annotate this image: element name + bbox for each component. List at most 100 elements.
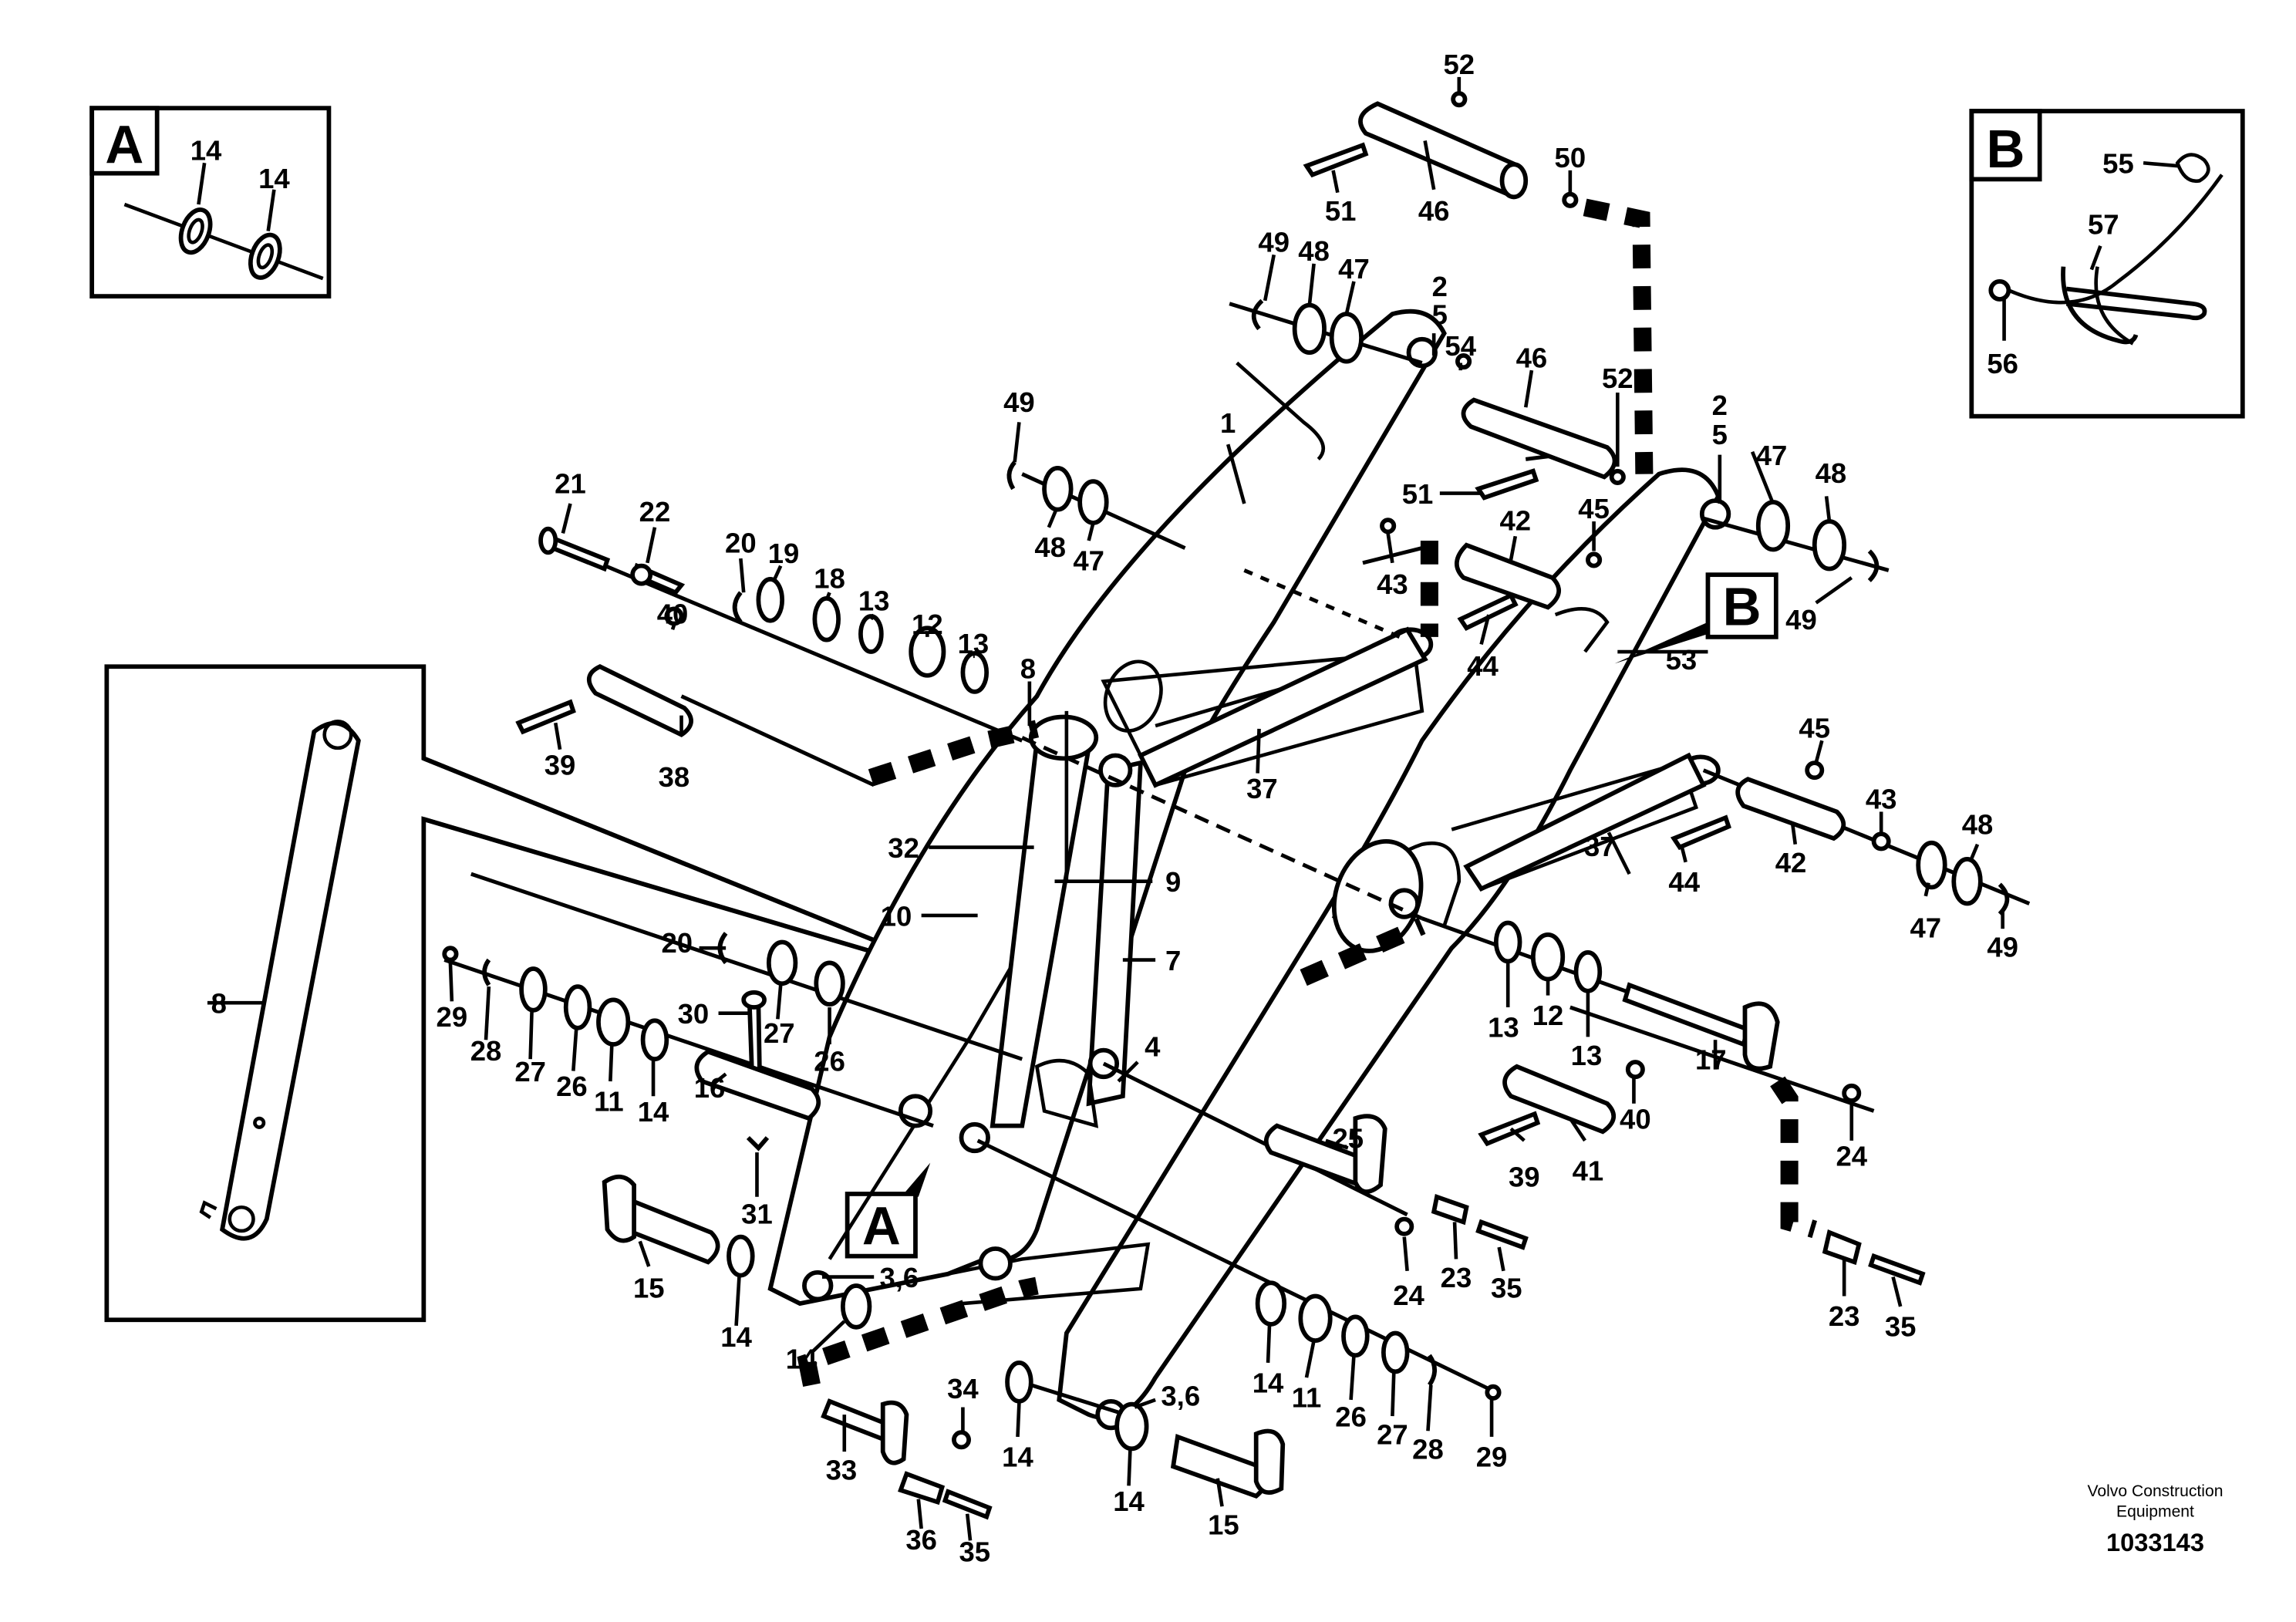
callout-45: 45 xyxy=(1578,493,1610,524)
callout-29: 29 xyxy=(437,1001,468,1033)
credit-line-2: Equipment xyxy=(2116,1503,2194,1521)
callout-47: 47 xyxy=(1338,253,1370,285)
callout-29: 29 xyxy=(1476,1441,1508,1472)
callout-39: 39 xyxy=(544,749,576,781)
callout-27: 27 xyxy=(514,1056,546,1088)
callout-34: 34 xyxy=(947,1373,979,1404)
callout-32: 32 xyxy=(888,832,919,864)
callout-27: 27 xyxy=(764,1017,795,1049)
callout-48: 48 xyxy=(1034,531,1066,563)
callout-11: 11 xyxy=(594,1085,624,1117)
callout-51: 51 xyxy=(1402,478,1434,510)
callout-3-6: 3,6 xyxy=(879,1262,919,1293)
callout-3-6: 3,6 xyxy=(1161,1381,1200,1412)
callout-8-detail: 8 xyxy=(211,988,227,1020)
callout-14: 14 xyxy=(1113,1485,1145,1517)
callout-1: 1 xyxy=(1220,407,1236,439)
callout-23: 23 xyxy=(1829,1300,1860,1332)
callout-24: 24 xyxy=(1393,1280,1424,1311)
callout-53: 53 xyxy=(1666,644,1698,676)
callout-45: 45 xyxy=(1799,712,1830,744)
callout-37: 37 xyxy=(1246,773,1278,804)
callout-37: 37 xyxy=(1584,831,1616,862)
callout-48: 48 xyxy=(1962,808,1994,840)
callout-50: 50 xyxy=(1555,142,1586,174)
callout-13: 13 xyxy=(1571,1040,1603,1071)
inset-b-label: B xyxy=(1987,119,2025,179)
assembly-dashes xyxy=(797,198,1817,1387)
callout-14: 14 xyxy=(190,134,222,166)
callout-box-a: A xyxy=(845,1162,931,1259)
callout-52: 52 xyxy=(1444,49,1475,80)
callout-24: 24 xyxy=(1836,1140,1867,1172)
callout-46: 46 xyxy=(1418,195,1450,227)
callout-47: 47 xyxy=(1756,440,1788,471)
callout-26: 26 xyxy=(1335,1401,1367,1432)
callout-55: 55 xyxy=(2102,148,2134,180)
callout-2: 2 xyxy=(1432,271,1448,302)
callout-15: 15 xyxy=(1208,1509,1239,1541)
callout-56: 56 xyxy=(1987,348,2018,379)
callout-49: 49 xyxy=(1258,226,1290,258)
callout-14: 14 xyxy=(638,1096,669,1128)
callout-49: 49 xyxy=(1987,932,2018,963)
callout-28: 28 xyxy=(470,1035,502,1067)
callout-16: 16 xyxy=(694,1072,726,1104)
callout-43: 43 xyxy=(1377,568,1408,600)
callout-14: 14 xyxy=(720,1321,752,1353)
callout-14: 14 xyxy=(1002,1441,1033,1472)
callout-7: 7 xyxy=(1165,945,1181,976)
callout-54: 54 xyxy=(1445,330,1476,362)
callout-12: 12 xyxy=(912,609,943,640)
callout-18: 18 xyxy=(814,562,845,594)
callout-42: 42 xyxy=(1499,505,1531,537)
callout-13: 13 xyxy=(1488,1011,1519,1043)
link-detail-panel: 8 xyxy=(104,664,986,1323)
callout-48: 48 xyxy=(1298,235,1330,267)
callout-20: 20 xyxy=(661,927,693,959)
callout-42: 42 xyxy=(1775,847,1807,878)
callout-31: 31 xyxy=(741,1198,773,1229)
callout-49: 49 xyxy=(1003,386,1035,418)
callout-38: 38 xyxy=(659,761,690,793)
callout-57: 57 xyxy=(2088,208,2119,240)
callout-23: 23 xyxy=(1441,1262,1472,1293)
callout-17: 17 xyxy=(1695,1044,1727,1076)
callout-41: 41 xyxy=(1573,1155,1604,1187)
callout-47: 47 xyxy=(1910,912,1941,944)
document-number: 1033143 xyxy=(2106,1528,2204,1556)
credit-block: Volvo Construction Equipment 1033143 xyxy=(2087,1482,2223,1556)
callout-4: 4 xyxy=(1145,1030,1161,1062)
callout-25: 25 xyxy=(1332,1122,1364,1154)
callout-box-a-label: A xyxy=(862,1195,901,1256)
callout-13: 13 xyxy=(858,585,890,616)
callout-35: 35 xyxy=(1885,1310,1917,1342)
callout-13: 13 xyxy=(958,628,990,659)
callout-36: 36 xyxy=(905,1524,937,1556)
lift-arm-frame xyxy=(767,309,1731,1431)
inset-a: A 14 14 xyxy=(89,106,332,298)
pin-46-top xyxy=(1358,101,1527,198)
callout-26: 26 xyxy=(556,1071,588,1102)
callout-10: 10 xyxy=(881,900,912,932)
callout-8: 8 xyxy=(1020,653,1036,685)
callout-14: 14 xyxy=(786,1344,818,1375)
callout-9: 9 xyxy=(1165,866,1181,898)
callout-33: 33 xyxy=(826,1455,858,1486)
callout-15: 15 xyxy=(633,1272,665,1303)
callout-26: 26 xyxy=(814,1046,845,1077)
callout-21: 21 xyxy=(555,468,586,500)
callout-35: 35 xyxy=(959,1536,990,1567)
callout-44: 44 xyxy=(1668,866,1700,898)
callout-14: 14 xyxy=(258,163,290,194)
callout-12: 12 xyxy=(1532,1000,1564,1031)
callout-5: 5 xyxy=(1712,419,1728,450)
parts xyxy=(442,91,2010,1520)
callout-28: 28 xyxy=(1412,1434,1444,1465)
callout-35: 35 xyxy=(1491,1272,1522,1303)
inset-a-label: A xyxy=(105,114,143,174)
callout-22: 22 xyxy=(639,496,671,528)
callout-44: 44 xyxy=(1467,650,1499,682)
callout-19: 19 xyxy=(768,538,800,569)
